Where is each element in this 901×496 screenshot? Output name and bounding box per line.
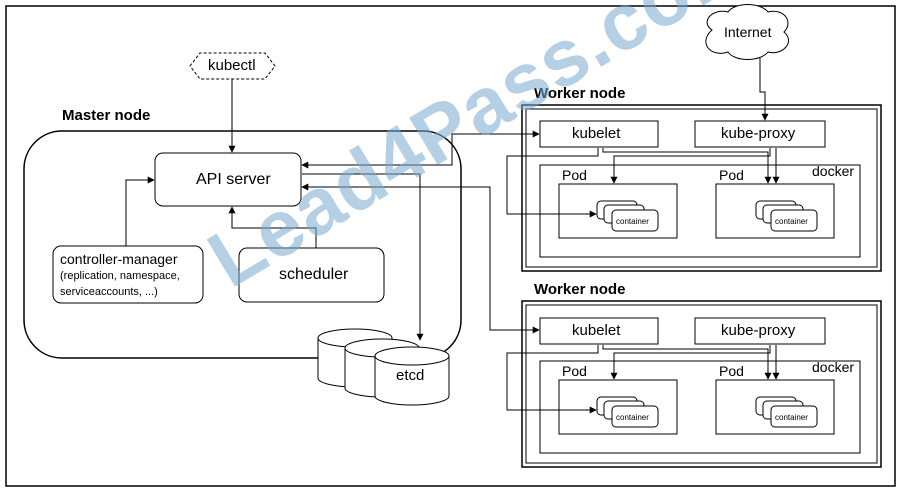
worker-2-pod-2-label: Pod [719, 363, 744, 379]
internet-cloud [705, 4, 790, 60]
api-server-box [154, 152, 302, 207]
master-node-title: Master node [62, 107, 151, 124]
container-stack-icon [755, 396, 818, 428]
worker-2-pod-2-container-label: container [775, 413, 808, 422]
worker-node-1-title: Worker node [534, 85, 626, 102]
worker-2-kubelet-label: kubelet [572, 322, 621, 339]
worker-1-pod-1-label: Pod [562, 167, 587, 183]
etcd-database-icon [317, 328, 450, 406]
worker-1-kube-proxy-box [694, 120, 826, 148]
controller-manager-detail-1: (replication, namespace, [60, 270, 180, 282]
worker-1-kubelet-box [539, 120, 659, 148]
controller-manager-label: controller-manager [60, 251, 178, 267]
worker-node-2-inner [525, 304, 878, 464]
worker-1-pod-2-label: Pod [719, 167, 744, 183]
connector-lines [125, 58, 780, 414]
container-stack-icon [596, 396, 659, 428]
container-stack-icon [596, 200, 659, 232]
worker-1-pod-2-container-label: container [775, 217, 808, 226]
worker-1-kube-proxy-label: kube-proxy [721, 125, 796, 142]
etcd-label: etcd [396, 367, 425, 384]
outer-frame [5, 5, 896, 487]
controller-manager-box [52, 245, 204, 304]
container-stack-icon [755, 200, 818, 232]
worker-2-kube-proxy-label: kube-proxy [721, 322, 796, 339]
worker-2-kubelet-box [539, 317, 659, 345]
api-server-label: API server [196, 171, 271, 188]
worker-2-docker-label: docker [812, 359, 855, 375]
controller-manager-detail-2: serviceaccounts, ...) [60, 286, 158, 298]
worker-1-kubelet-label: kubelet [572, 125, 621, 142]
kubectl-node [189, 52, 276, 80]
kubectl-label: kubectl [208, 57, 256, 74]
scheduler-label: scheduler [279, 266, 349, 283]
worker-2-kube-proxy-box [694, 317, 826, 345]
worker-1-pod-1-container-label: container [616, 217, 649, 226]
internet-label: Internet [724, 24, 772, 40]
worker-node-2-title: Worker node [534, 281, 626, 298]
worker-2-pod-1-label: Pod [562, 363, 587, 379]
worker-1-docker-label: docker [812, 163, 855, 179]
worker-2-pod-1-container-label: container [616, 413, 649, 422]
